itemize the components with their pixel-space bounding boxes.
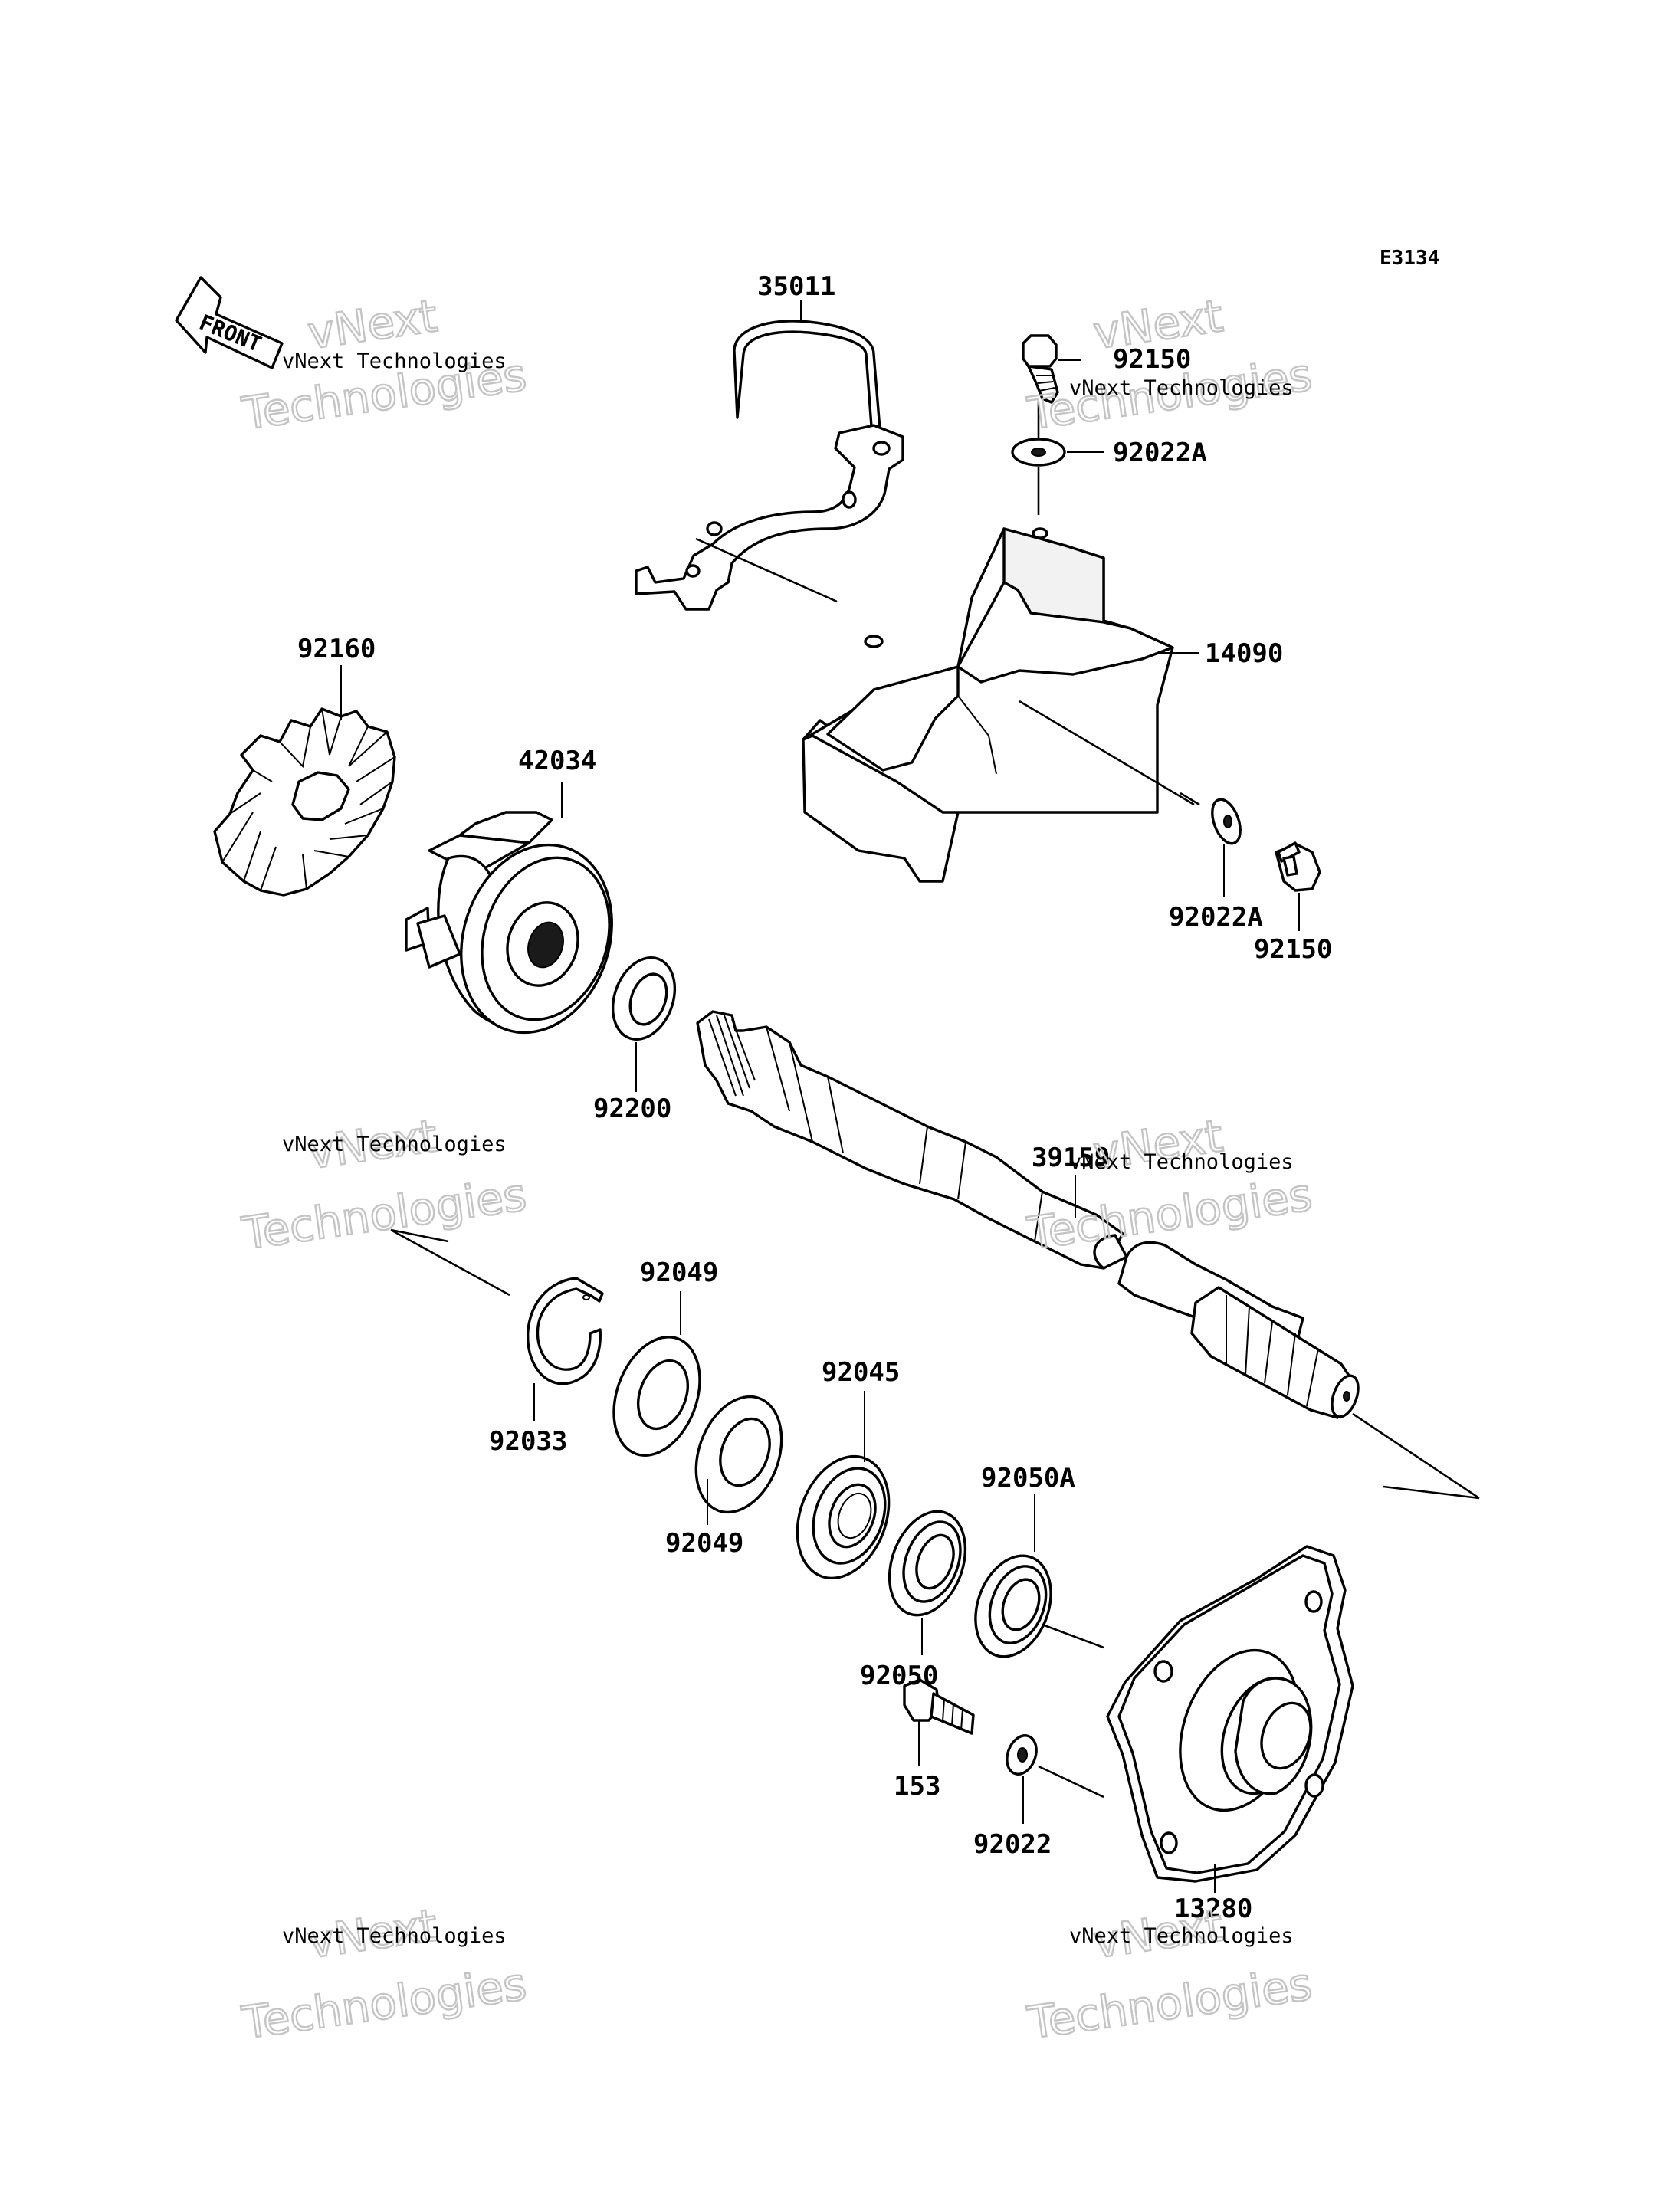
callout-35011: 35011 [757,271,835,302]
bolt-153 [903,1678,975,1735]
washer-92049-top [612,1336,701,1457]
shaft-39159 [696,1010,1360,1419]
svg-text:vNext Technologies: vNext Technologies [1069,376,1294,400]
callout-92049-top: 92049 [640,1258,718,1288]
leader-lines [340,300,1300,1893]
watermark-middle-right: vNext Technologies vNext Technologies [1023,1109,1316,1261]
washer-92049-bottom [694,1395,783,1514]
callout-92150-top: 92150 [1113,344,1191,375]
callout-92050: 92050 [860,1661,938,1691]
washer-92022 [1006,1734,1038,1776]
svg-text:vNext Technologies: vNext Technologies [1069,1150,1294,1174]
callout-92045: 92045 [822,1357,900,1388]
callout-14090: 14090 [1205,638,1283,669]
coupling-42034 [405,811,613,1035]
callout-92160: 92160 [297,634,376,664]
callout-92022A-bottom: 92022A [1169,902,1263,933]
washer-92022A-bottom [1211,798,1242,845]
seal-92050 [888,1510,967,1617]
damper-92160 [213,707,396,897]
svg-text:Technologies: Technologies [1024,1169,1314,1260]
washer-92200 [611,956,677,1041]
bearing-92045 [796,1454,891,1580]
assembly-axis-lines [390,402,1480,1799]
circlip-92033 [527,1277,604,1385]
svg-text:vNext Technologies: vNext Technologies [282,1133,507,1156]
svg-text:vNext: vNext [1090,290,1226,359]
callout-labels: 35011 92150 92022A 14090 92022A 92150 92… [297,271,1332,1924]
callout-92050A: 92050A [981,1463,1075,1494]
callout-153: 153 [894,1771,940,1802]
washer-92022A-top [1011,438,1066,467]
callout-39159: 39159 [1032,1143,1110,1173]
callout-92049-bottom: 92049 [665,1528,743,1559]
callout-92033: 92033 [489,1426,567,1457]
svg-text:vNext Technologies: vNext Technologies [1069,1924,1294,1948]
front-arrow-icon: FRONT [175,276,284,369]
callout-92200: 92200 [593,1094,671,1124]
svg-text:Technologies: Technologies [1024,1958,1314,2049]
watermark-bottom-left: vNext Technologies vNext Technologies [238,1898,530,2050]
watermark-bottom-right: vNext Technologies vNext Technologies [1023,1898,1316,2050]
callout-92022: 92022 [973,1829,1052,1860]
callout-92022A-top: 92022A [1113,438,1207,468]
bolt-92150-top [1022,334,1059,404]
bracket-35011 [635,320,904,611]
callout-13280: 13280 [1174,1894,1252,1924]
callout-42034: 42034 [518,746,596,776]
svg-text:vNext Technologies: vNext Technologies [282,1924,507,1948]
cover-14090 [802,527,1174,883]
housing-13280 [1106,1545,1354,1883]
svg-text:Technologies: Technologies [238,1169,529,1260]
svg-text:vNext Technologies: vNext Technologies [282,349,507,373]
diagram-code: E3134 [1380,247,1439,270]
bolt-92150-bottom [1275,841,1321,892]
seal-92050A [974,1554,1052,1658]
svg-text:Technologies: Technologies [238,1958,529,2049]
callout-92150-bottom: 92150 [1254,934,1332,965]
watermark-top-left: vNext Technologies vNext Technologies vN… [238,289,530,441]
watermark-middle-left: vNext Technologies vNext Technologies [238,1109,530,1261]
